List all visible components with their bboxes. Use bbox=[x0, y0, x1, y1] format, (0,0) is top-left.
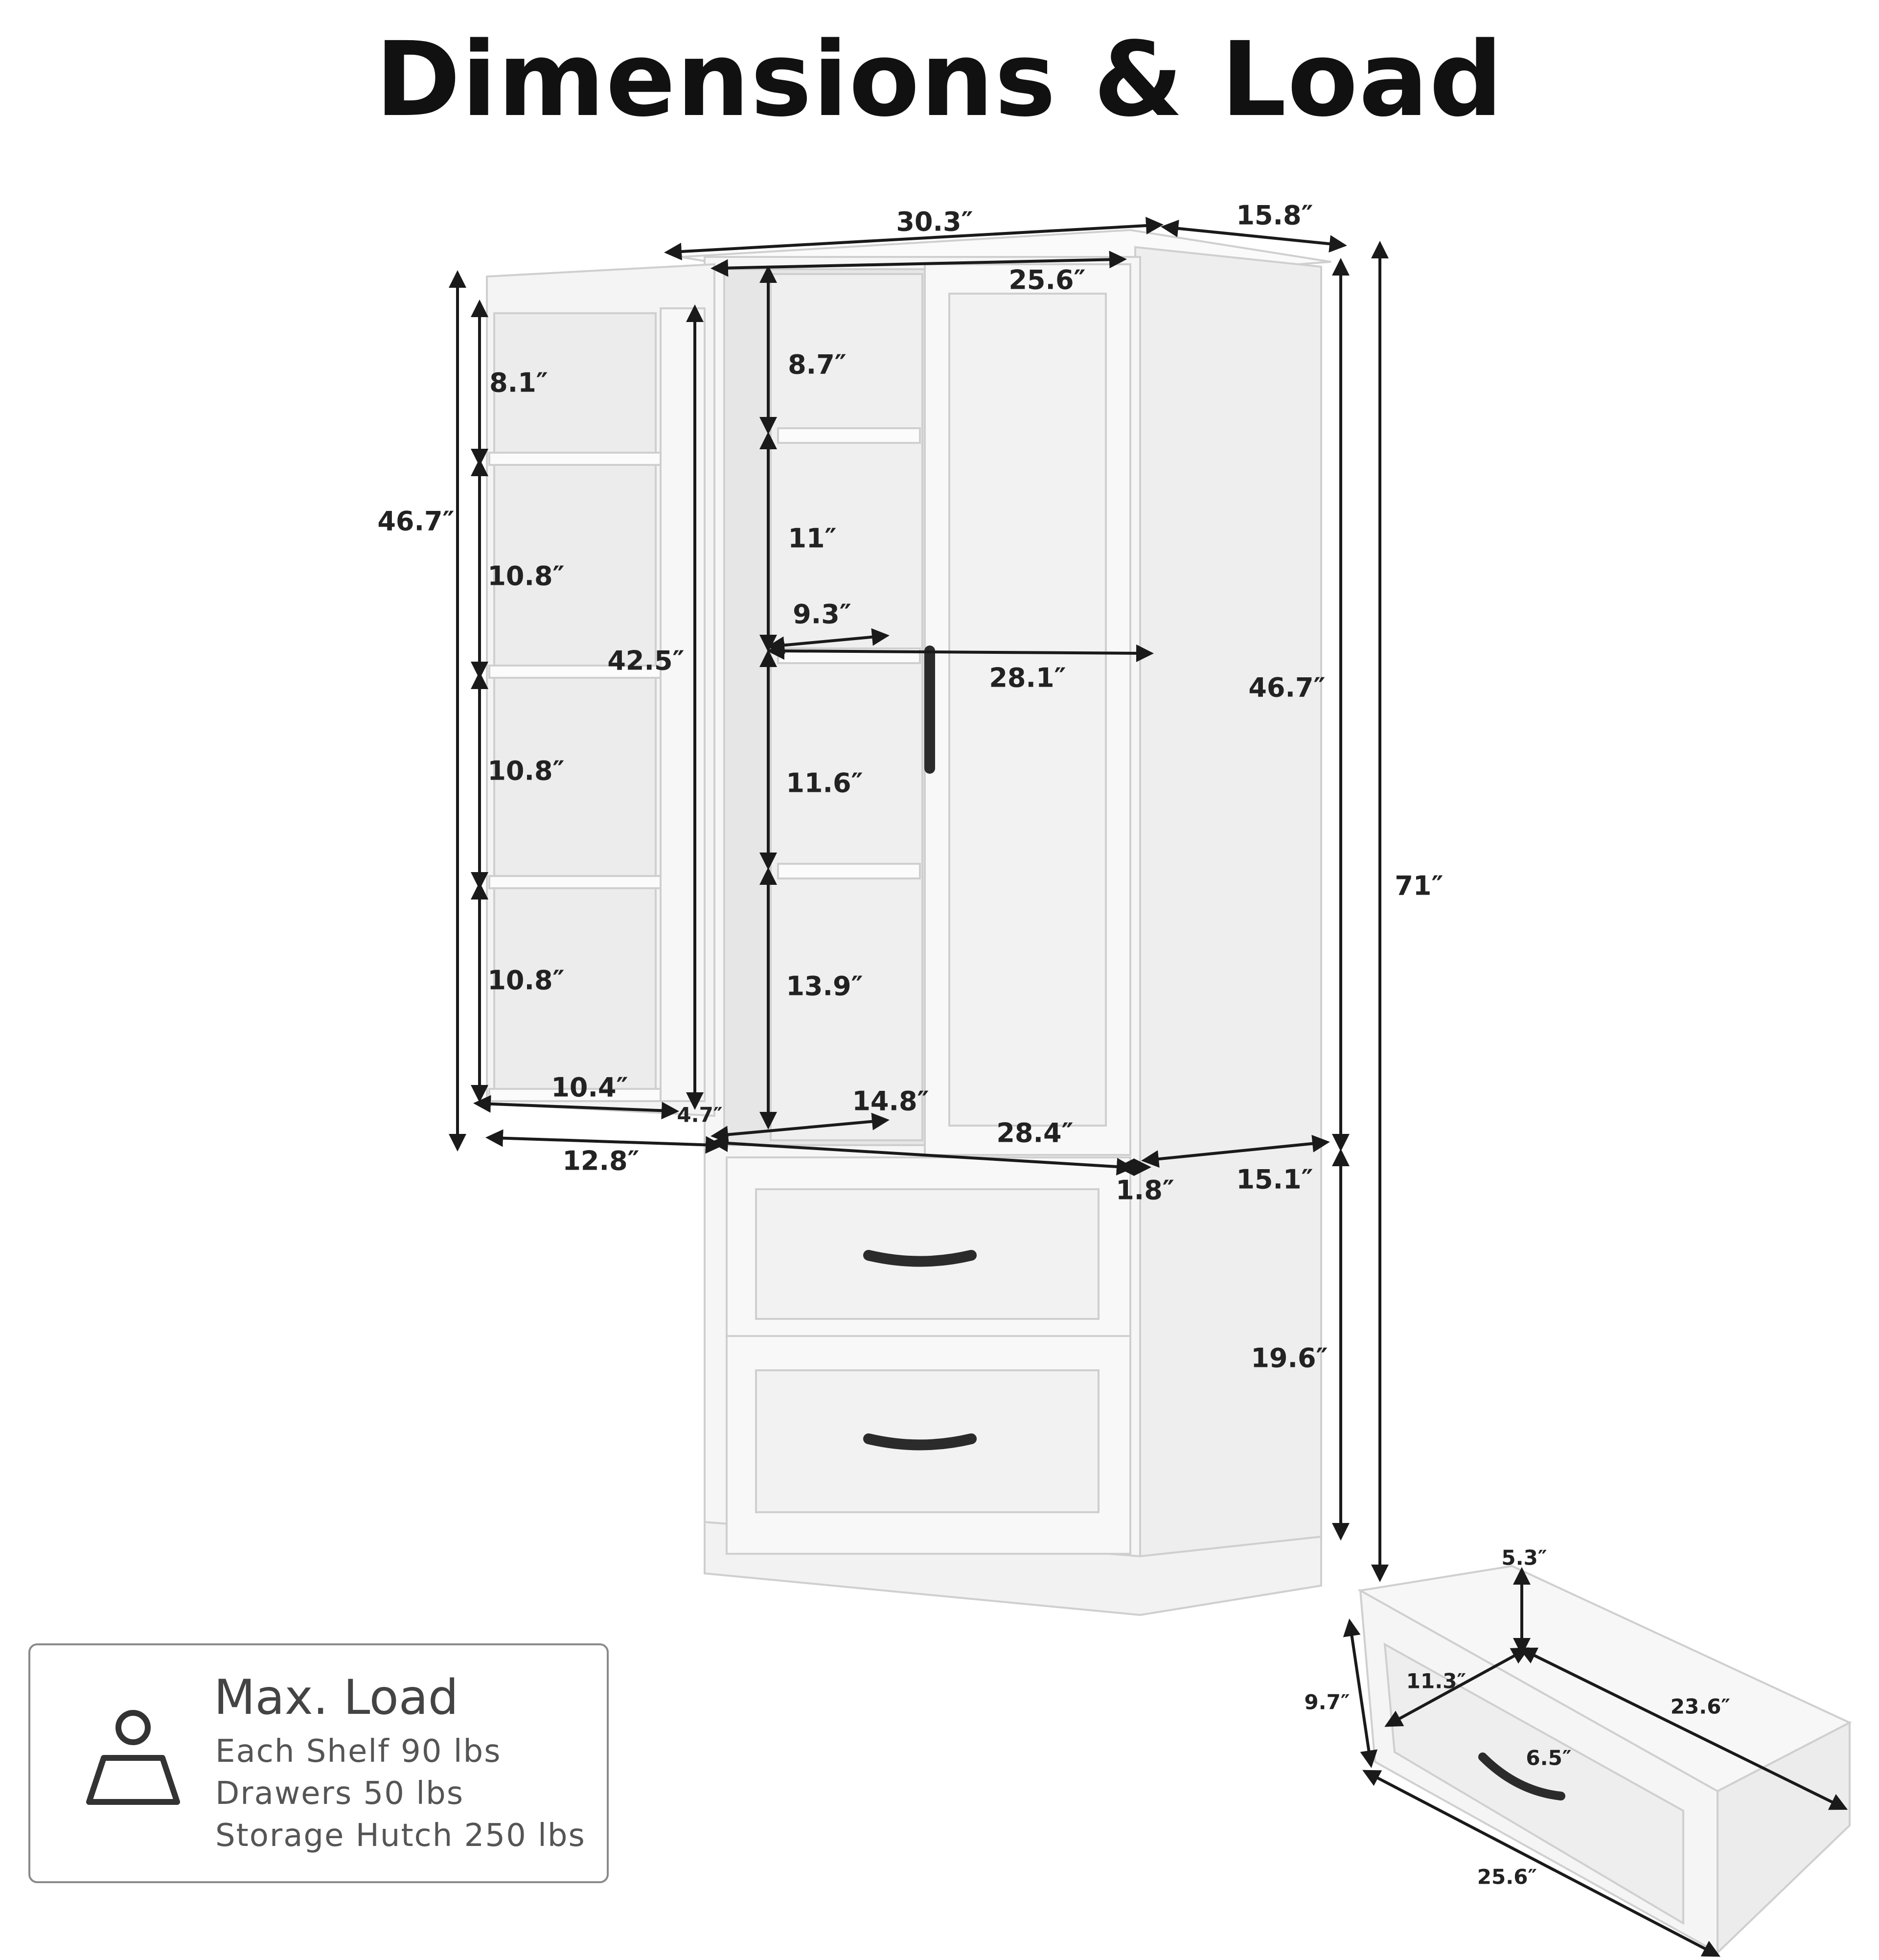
load-shelf: Each Shelf 90 lbs bbox=[215, 1733, 502, 1770]
dim-drawer-front-height: 9.7″ bbox=[1304, 1690, 1350, 1714]
dim-cabinet-height: 46.7″ bbox=[1248, 672, 1326, 703]
dim-shelf-4: 13.9″ bbox=[786, 970, 863, 1002]
dim-shelf-1: 8.7″ bbox=[788, 349, 847, 380]
dim-shelf-2: 11″ bbox=[788, 523, 837, 554]
handle-icon bbox=[863, 646, 977, 1451]
dim-drawer-section-height: 19.6″ bbox=[1251, 1342, 1328, 1374]
dim-side-depth: 15.1″ bbox=[1236, 1164, 1313, 1195]
dim-drawer-height: 5.3″ bbox=[1501, 1545, 1547, 1570]
page-title: Dimensions & Load bbox=[375, 20, 1504, 139]
load-hutch: Storage Hutch 250 lbs bbox=[215, 1818, 586, 1854]
dim-drawer-front-width: 25.6″ bbox=[1477, 1865, 1537, 1889]
load-drawers: Drawers 50 lbs bbox=[215, 1776, 464, 1812]
dim-door-shelf-2: 10.8″ bbox=[487, 560, 565, 592]
dim-bottom-width: 28.4″ bbox=[996, 1117, 1074, 1149]
dim-top-depth: 15.8″ bbox=[1236, 200, 1313, 231]
dim-door-height: 46.7″ bbox=[377, 506, 455, 537]
max-load-box: Max. Load Each Shelf 90 lbs Drawers 50 l… bbox=[28, 1643, 609, 1883]
dim-shelf-width: 9.3″ bbox=[793, 599, 851, 630]
cabinet-body bbox=[486, 229, 1331, 1616]
max-load-title: Max. Load bbox=[214, 1670, 459, 1726]
dim-interior-depth: 14.8″ bbox=[852, 1085, 929, 1117]
dimension-lines bbox=[449, 217, 1848, 1957]
weight-icon bbox=[86, 1710, 180, 1805]
dim-drawer-depth: 23.6″ bbox=[1670, 1694, 1731, 1719]
drawer-illustration bbox=[1357, 1565, 1852, 1955]
dim-door-open-width: 12.8″ bbox=[562, 1145, 640, 1176]
dim-total-height: 71″ bbox=[1395, 870, 1444, 901]
dim-shelf-3: 11.6″ bbox=[786, 767, 863, 799]
dim-drawer-inner-width: 11.3″ bbox=[1406, 1669, 1467, 1693]
dim-door-shelf-4: 10.8″ bbox=[487, 965, 565, 996]
dim-interior-width: 28.1″ bbox=[989, 662, 1066, 693]
dim-door-shelf-depth: 4.7″ bbox=[677, 1103, 723, 1127]
dim-door-shelf-3: 10.8″ bbox=[487, 755, 565, 786]
dim-side-gap: 1.8″ bbox=[1116, 1175, 1174, 1206]
dim-top-width: 30.3″ bbox=[896, 206, 973, 237]
dim-door-width: 25.6″ bbox=[1008, 264, 1086, 296]
dim-door-shelf-1: 8.1″ bbox=[489, 367, 548, 398]
dim-door-shelf-width: 10.4″ bbox=[551, 1072, 628, 1103]
dim-door-inner-height: 42.5″ bbox=[607, 645, 685, 676]
dim-drawer-handle: 6.5″ bbox=[1526, 1746, 1572, 1770]
